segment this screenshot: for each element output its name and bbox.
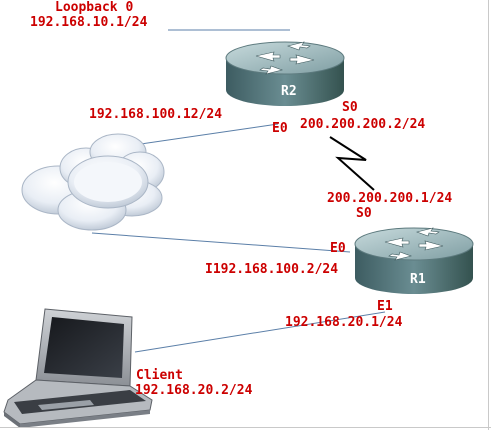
cloud-icon bbox=[21, 133, 165, 231]
router-r1-name: R1 bbox=[410, 272, 426, 287]
loopback-name-label: Loopback 0 bbox=[55, 0, 134, 15]
frame-right-edge bbox=[488, 0, 489, 430]
r1-e0-ip-text: 192.168.100.2/24 bbox=[212, 262, 339, 277]
r1-e0-ip-label: I192.168.100.2/24 bbox=[205, 262, 338, 277]
r1-e1-ip-label: 192.168.20.1/24 bbox=[285, 315, 403, 330]
r1-s0-iface-label: S0 bbox=[356, 206, 372, 221]
laptop-icon[interactable] bbox=[3, 308, 153, 428]
frame-bottom-edge bbox=[0, 427, 491, 428]
r2-s0-iface-label: S0 bbox=[342, 100, 358, 115]
router-r1-icon[interactable] bbox=[354, 227, 474, 294]
serial-link bbox=[329, 136, 375, 191]
client-name-label: Client bbox=[136, 368, 183, 383]
r1-e0-iface-label: E0 bbox=[330, 241, 346, 256]
client-ip-label: 192.168.20.2/24 bbox=[135, 383, 253, 398]
cloud-r1-link bbox=[91, 232, 351, 253]
r2-e0-ip-label: 192.168.100.12/24 bbox=[89, 107, 223, 122]
client-r1-link bbox=[134, 311, 386, 353]
r2-s0-ip-label: 200.200.200.2/24 bbox=[300, 117, 426, 132]
r1-e1-iface-label: E1 bbox=[377, 299, 393, 314]
r1-s0-ip-label: 200.200.200.1/24 bbox=[327, 191, 453, 206]
router-r2-name: R2 bbox=[281, 84, 297, 99]
router-r2-icon[interactable] bbox=[225, 41, 345, 106]
r1-e0-prefix: I bbox=[205, 262, 213, 277]
loopback-ip-label: 192.168.10.1/24 bbox=[30, 15, 148, 30]
r2-e0-iface-label: E0 bbox=[272, 121, 288, 136]
